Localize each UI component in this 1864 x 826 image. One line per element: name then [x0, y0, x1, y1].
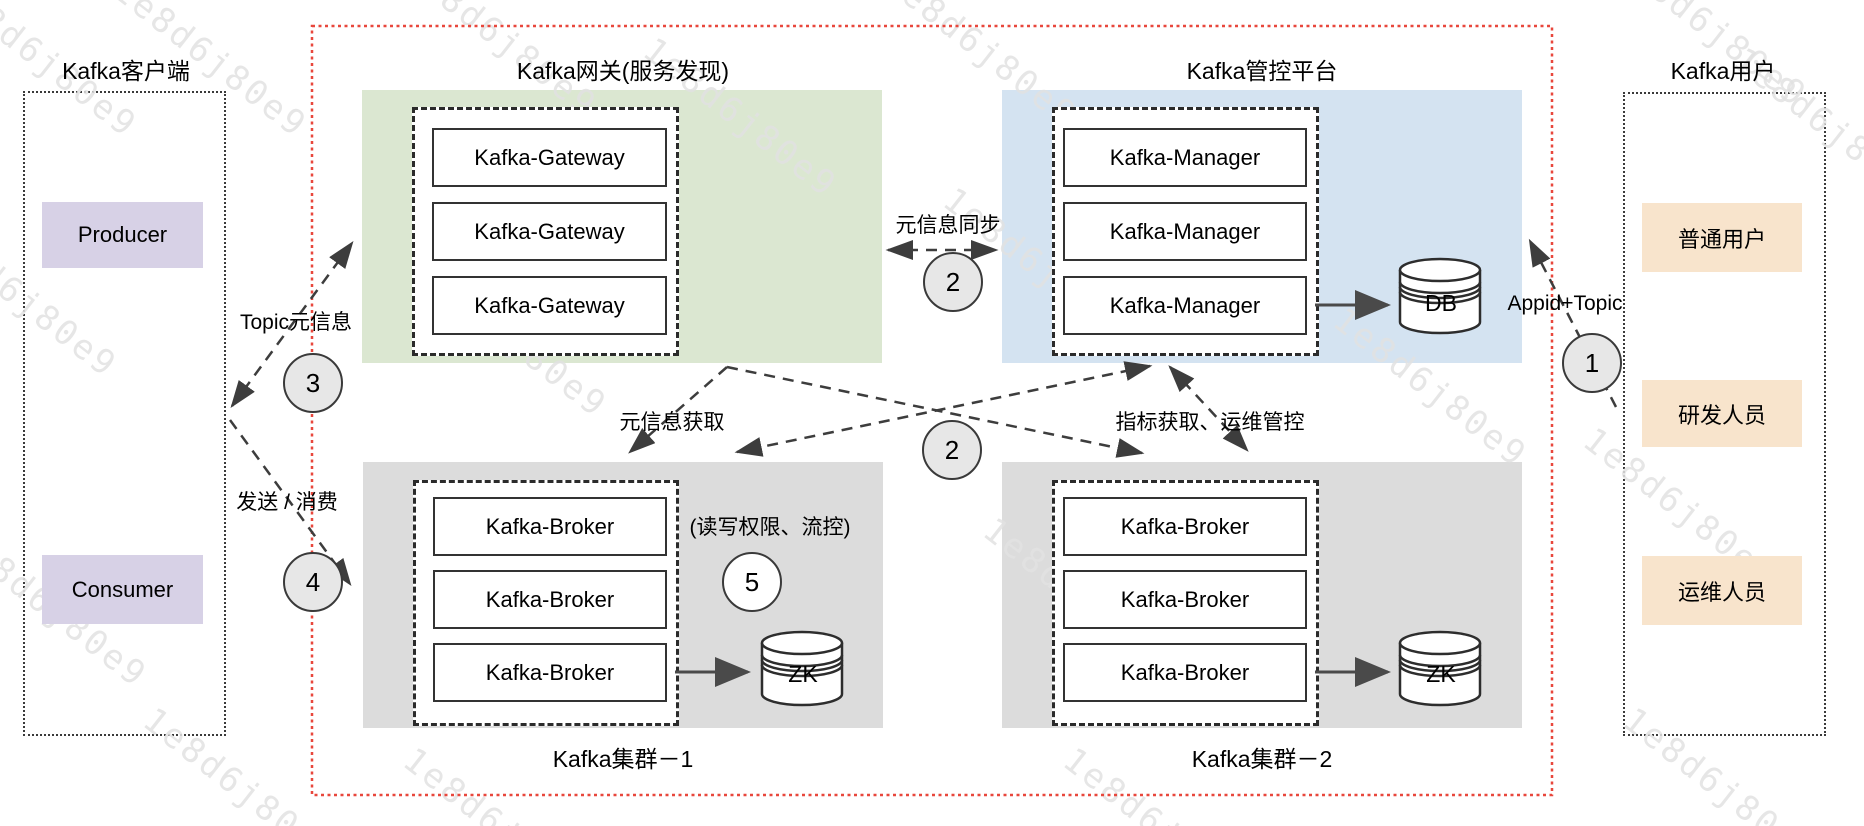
- producer-box: Producer: [42, 202, 203, 268]
- db-cylinder: [1398, 257, 1482, 335]
- user-panel-title: Kafka用户: [1670, 58, 1776, 84]
- label-topic-meta: Topic元信息: [239, 311, 353, 334]
- step-number: 1: [1584, 347, 1600, 378]
- node-label: Kafka-Manager: [1109, 144, 1261, 170]
- edge-send-consume: [228, 419, 352, 587]
- kafka-manager-node: Kafka-Manager: [1063, 202, 1307, 261]
- label-meta-fetch: 元信息获取: [619, 411, 725, 434]
- gateway-panel-title: Kafka网关(服务发现): [516, 58, 730, 84]
- node-label: Kafka-Broker: [485, 586, 615, 612]
- node-label: Kafka-Manager: [1109, 292, 1261, 318]
- label-send-consume: 发送 / 消费: [236, 491, 338, 514]
- developer-label: 研发人员: [1677, 402, 1766, 428]
- step-circle-3: 3: [283, 353, 343, 413]
- kafka-manager-node: Kafka-Manager: [1063, 276, 1307, 335]
- step-circle-4: 4: [283, 552, 343, 612]
- edge-metrics-c1: [734, 361, 1153, 457]
- step-circle-1: 1: [1562, 333, 1622, 393]
- manager-panel-title: Kafka管控平台: [1186, 58, 1338, 84]
- step-number: 2: [945, 266, 961, 297]
- label-appid-topic: Appid+Topic: [1507, 292, 1623, 315]
- db-label: DB: [1425, 290, 1457, 316]
- zk-cylinder-cluster2: [1398, 630, 1482, 707]
- client-panel-title: Kafka客户端: [62, 58, 190, 84]
- zk-label-cluster1: ZK: [788, 661, 818, 687]
- consumer-label: Consumer: [71, 576, 174, 602]
- node-label: Kafka-Broker: [1120, 586, 1250, 612]
- step-number: 2: [944, 434, 960, 465]
- kafka-broker-node: Kafka-Broker: [433, 497, 667, 556]
- user-panel-border: [1623, 92, 1826, 736]
- normal-user-box: 普通用户: [1642, 203, 1802, 272]
- kafka-manager-node: Kafka-Manager: [1063, 128, 1307, 187]
- kafka-broker-node: Kafka-Broker: [1063, 643, 1307, 702]
- consumer-box: Consumer: [42, 555, 203, 624]
- node-label: Kafka-Broker: [1120, 659, 1250, 685]
- edge-topic-meta: [230, 240, 354, 409]
- kafka-gateway-node: Kafka-Gateway: [432, 128, 667, 187]
- kafka-gateway-node: Kafka-Gateway: [432, 276, 667, 335]
- step-number: 5: [744, 566, 760, 597]
- node-label: Kafka-Gateway: [474, 144, 625, 170]
- kafka-broker-node: Kafka-Broker: [1063, 497, 1307, 556]
- zk-cylinder-cluster1: [760, 630, 844, 707]
- ops-staff-box: 运维人员: [1642, 556, 1802, 625]
- cluster2-title: Kafka集群－2: [1191, 746, 1333, 772]
- node-label: Kafka-Gateway: [474, 218, 625, 244]
- zk-label-cluster2: ZK: [1426, 661, 1456, 687]
- kafka-broker-node: Kafka-Broker: [1063, 570, 1307, 629]
- node-label: Kafka-Manager: [1109, 218, 1261, 244]
- normal-user-label: 普通用户: [1677, 226, 1766, 252]
- cluster1-title: Kafka集群－1: [552, 746, 694, 772]
- ops-staff-label: 运维人员: [1677, 579, 1766, 605]
- edge-appid-topic: [1528, 238, 1618, 408]
- label-rw-limit: (读写权限、流控): [689, 516, 851, 539]
- developer-box: 研发人员: [1642, 380, 1802, 447]
- kafka-broker-node: Kafka-Broker: [433, 643, 667, 702]
- step-circle-5: 5: [722, 552, 782, 612]
- edge-meta-fetch-c1: [628, 366, 728, 454]
- label-metrics-ops: 指标获取、运维管控: [1115, 411, 1305, 434]
- step-circle-2-sync: 2: [923, 252, 983, 312]
- producer-label: Producer: [77, 222, 168, 247]
- kafka-broker-node: Kafka-Broker: [433, 570, 667, 629]
- step-number: 3: [305, 367, 321, 398]
- node-label: Kafka-Broker: [485, 513, 615, 539]
- kafka-gateway-node: Kafka-Gateway: [432, 202, 667, 261]
- step-number: 4: [305, 566, 321, 597]
- label-meta-sync: 元信息同步: [895, 214, 1001, 237]
- node-label: Kafka-Broker: [485, 659, 615, 685]
- node-label: Kafka-Gateway: [474, 292, 625, 318]
- node-label: Kafka-Broker: [1120, 513, 1250, 539]
- client-panel-border: [23, 91, 226, 736]
- step-circle-2-fetch: 2: [922, 420, 982, 480]
